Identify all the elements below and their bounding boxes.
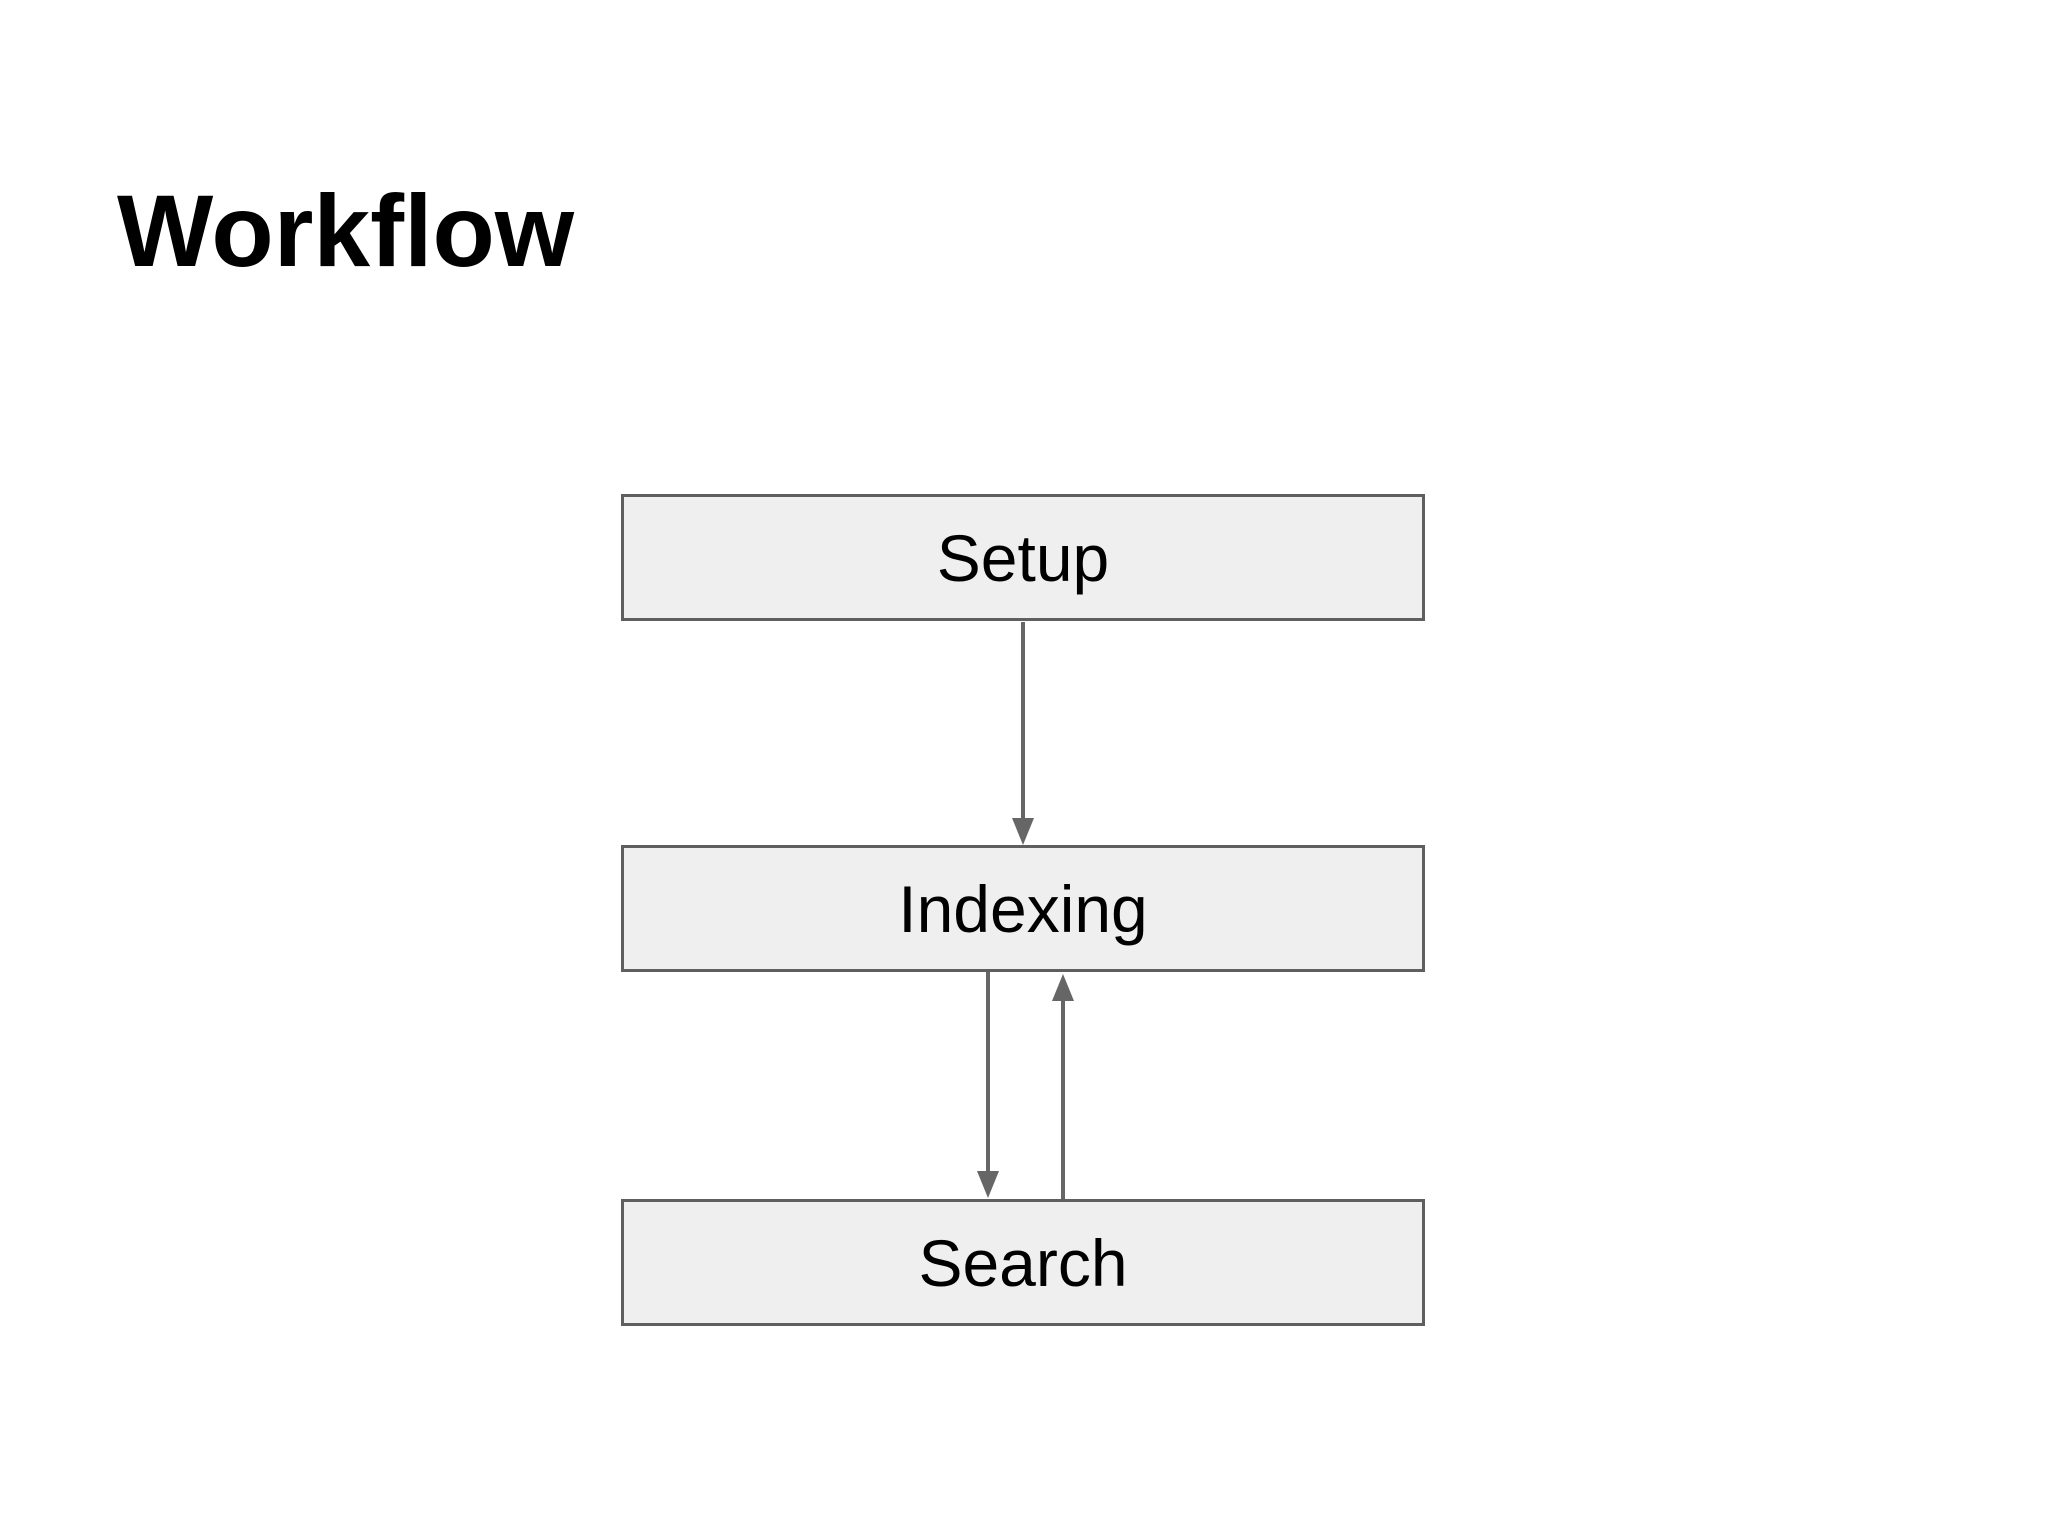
node-setup-label: Setup xyxy=(936,520,1110,595)
arrow-search-to-indexing xyxy=(1052,974,1074,1199)
node-search: Search xyxy=(621,1199,1425,1326)
node-indexing-label: Indexing xyxy=(898,871,1148,946)
node-indexing: Indexing xyxy=(621,845,1425,972)
arrowhead-up-icon xyxy=(1052,974,1074,1001)
arrowhead-down-icon xyxy=(977,1171,999,1198)
arrow-indexing-to-search xyxy=(977,972,999,1198)
node-setup: Setup xyxy=(621,494,1425,621)
slide-title: Workflow xyxy=(117,174,575,288)
node-search-label: Search xyxy=(918,1225,1128,1300)
arrow-setup-to-indexing xyxy=(1012,622,1034,845)
arrowhead-down-icon xyxy=(1012,818,1034,845)
